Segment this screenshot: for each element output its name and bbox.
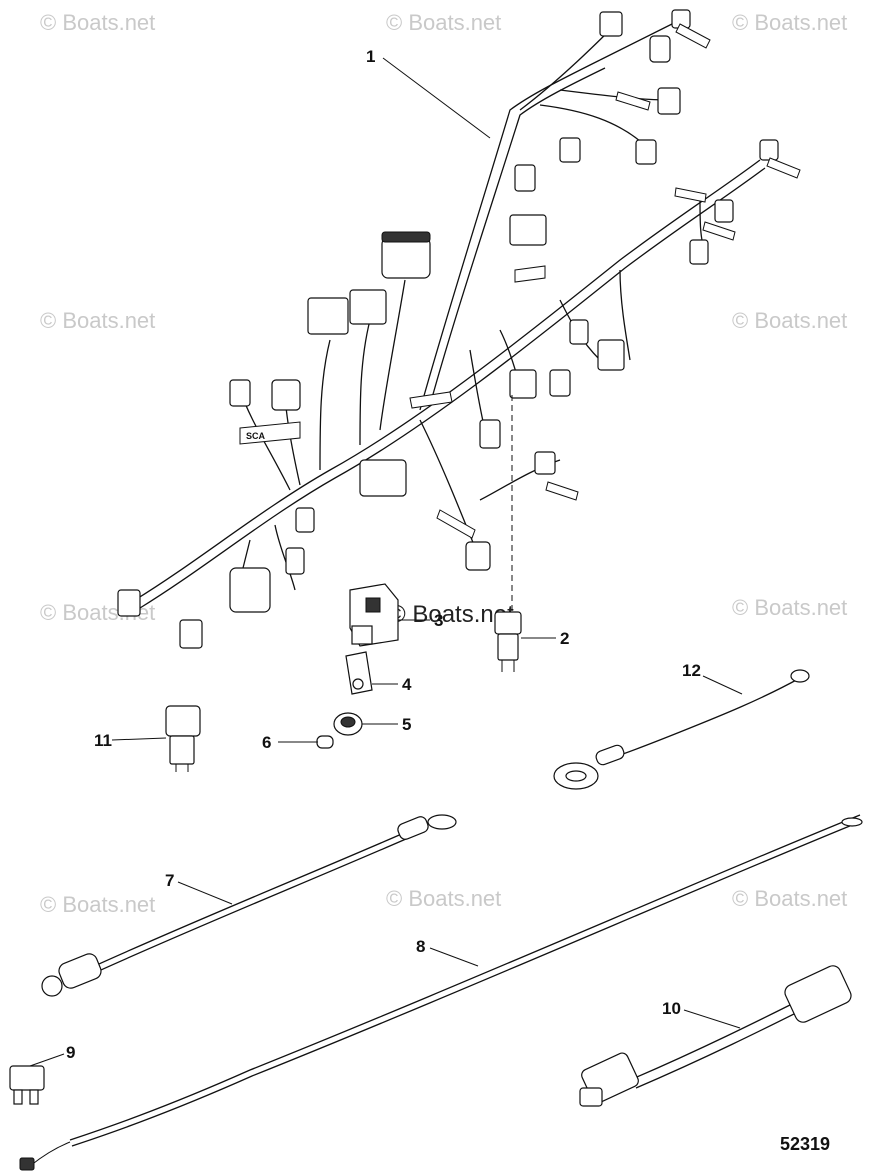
- callout-1: 1: [366, 47, 375, 66]
- fuse-part-9: [9, 1065, 45, 1105]
- callout-6: 6: [262, 733, 271, 752]
- harness-tag-text: SCA: [246, 431, 266, 441]
- wiring-harness: SCA: [117, 9, 801, 649]
- watermarks: © Boats.net © Boats.net © Boats.net © Bo…: [40, 10, 847, 917]
- connector-part-3: [349, 583, 399, 647]
- callout-4: 4: [402, 675, 412, 694]
- watermark: © Boats.net: [732, 595, 847, 620]
- watermark: © Boats.net: [386, 886, 501, 911]
- callout-leaders: [29, 57, 743, 1067]
- watermark: © Boats.net: [40, 308, 155, 333]
- callout-5: 5: [402, 715, 411, 734]
- center-watermark: © Boats.net: [388, 601, 514, 628]
- clip-part-4: [345, 651, 373, 695]
- callout-3: 3: [434, 611, 443, 630]
- lead-part-8: [19, 814, 863, 1171]
- callout-11: 11: [94, 731, 112, 750]
- figure-number: 52319: [780, 1134, 830, 1154]
- callout-12: 12: [682, 661, 701, 680]
- watermark: © Boats.net: [732, 10, 847, 35]
- callout-8: 8: [416, 937, 425, 956]
- ring-terminal-part-12: [553, 669, 810, 790]
- connector-lead-part-10: [579, 965, 852, 1107]
- connector-part-11: [165, 705, 201, 772]
- watermark: © Boats.net: [732, 886, 847, 911]
- callout-2: 2: [560, 629, 569, 648]
- callouts: 1 2 3 4 5 6 7 8 9 10 11 12: [66, 47, 701, 1062]
- watermark: © Boats.net: [40, 892, 155, 917]
- watermark: © Boats.net: [40, 10, 155, 35]
- watermark: © Boats.net: [386, 10, 501, 35]
- callout-7: 7: [165, 871, 174, 890]
- lead-part-7: [41, 814, 457, 997]
- callout-10: 10: [662, 999, 681, 1018]
- watermark: © Boats.net: [732, 308, 847, 333]
- callout-9: 9: [66, 1043, 75, 1062]
- connector-part-2: [494, 611, 522, 672]
- grommet-part-5: [333, 712, 363, 736]
